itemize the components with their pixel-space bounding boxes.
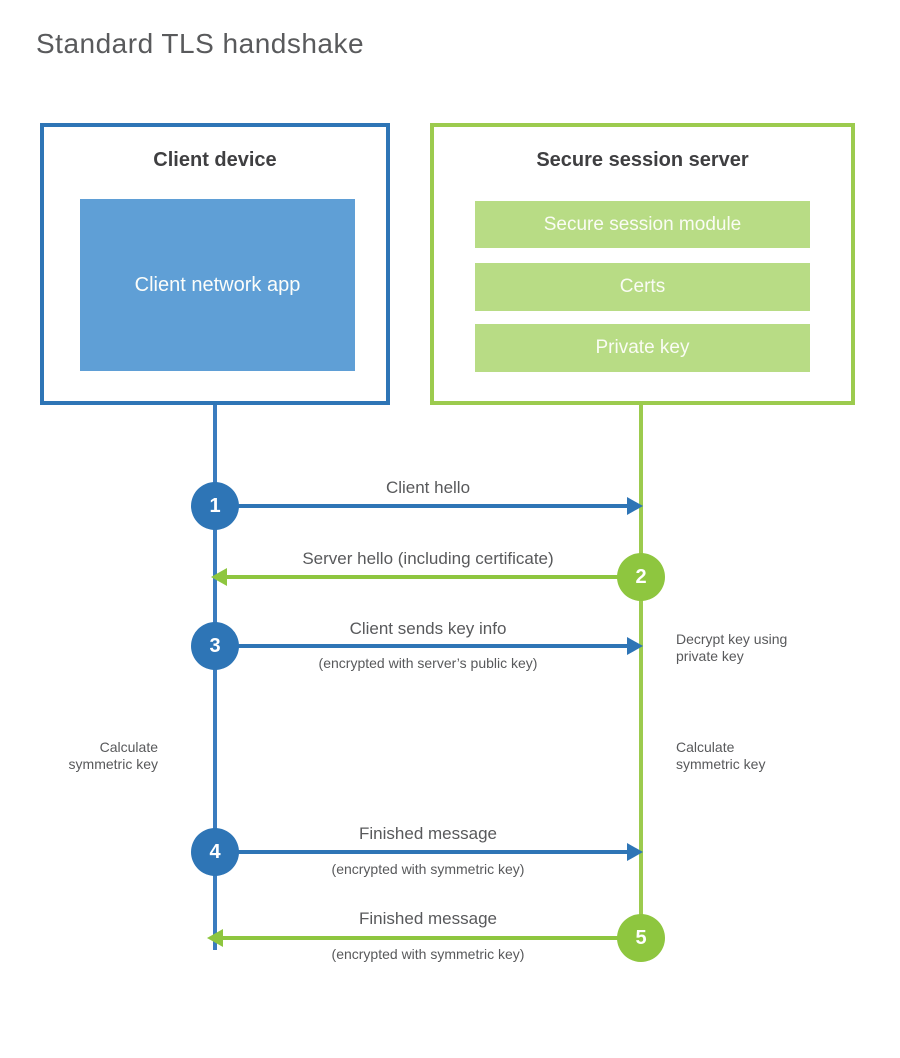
arrow-head-left-icon <box>211 568 227 586</box>
client-lifeline <box>213 405 217 950</box>
server-lifeline <box>639 405 643 940</box>
arrow-head-right-icon <box>627 843 643 861</box>
step-circle-3: 3 <box>191 622 239 670</box>
step-circle-2: 2 <box>617 553 665 601</box>
server-module-secure-session: Secure session module <box>475 201 810 248</box>
arrow-head-left-icon <box>207 929 223 947</box>
note-calculate-symmetric-key-server: Calculate symmetric key <box>676 739 766 772</box>
client-network-app-label: Client network app <box>134 274 301 296</box>
message-label-finished-client: Finished message <box>359 824 497 843</box>
note-calculate-symmetric-key-client: Calculate symmetric key <box>68 739 158 772</box>
arrow-finished-server <box>223 936 641 940</box>
arrow-finished-client <box>215 850 629 854</box>
arrow-key-info <box>215 644 629 648</box>
arrow-server-hello <box>227 575 641 579</box>
message-label-client-hello: Client hello <box>385 478 471 497</box>
message-sublabel-key-info: (encrypted with server’s public key) <box>318 655 538 671</box>
server-module-private-key: Private key <box>475 324 810 372</box>
server-module-label: Secure session module <box>543 213 742 235</box>
step-circle-5: 5 <box>617 914 665 962</box>
message-sublabel-finished-server: (encrypted with symmetric key) <box>331 946 525 962</box>
secure-session-server-title: Secure session server <box>536 149 749 171</box>
message-label-finished-server: Finished message <box>359 909 497 928</box>
message-label-server-hello: Server hello (including certificate) <box>302 549 554 568</box>
note-decrypt-key: Decrypt key using private key <box>676 631 788 664</box>
page-title: Standard TLS handshake <box>36 28 365 59</box>
step-circle-1: 1 <box>191 482 239 530</box>
client-network-app-box: Client network app <box>80 199 355 371</box>
arrow-head-right-icon <box>627 497 643 515</box>
server-module-certs: Certs <box>475 263 810 311</box>
client-device-title: Client device <box>153 149 277 171</box>
server-module-label: Private key <box>595 337 690 358</box>
arrow-client-hello <box>215 504 629 508</box>
message-sublabel-finished-client: (encrypted with symmetric key) <box>331 861 525 877</box>
step-circle-4: 4 <box>191 828 239 876</box>
arrow-head-right-icon <box>627 637 643 655</box>
server-module-label: Certs <box>619 276 666 297</box>
message-label-key-info: Client sends key info <box>349 619 507 638</box>
